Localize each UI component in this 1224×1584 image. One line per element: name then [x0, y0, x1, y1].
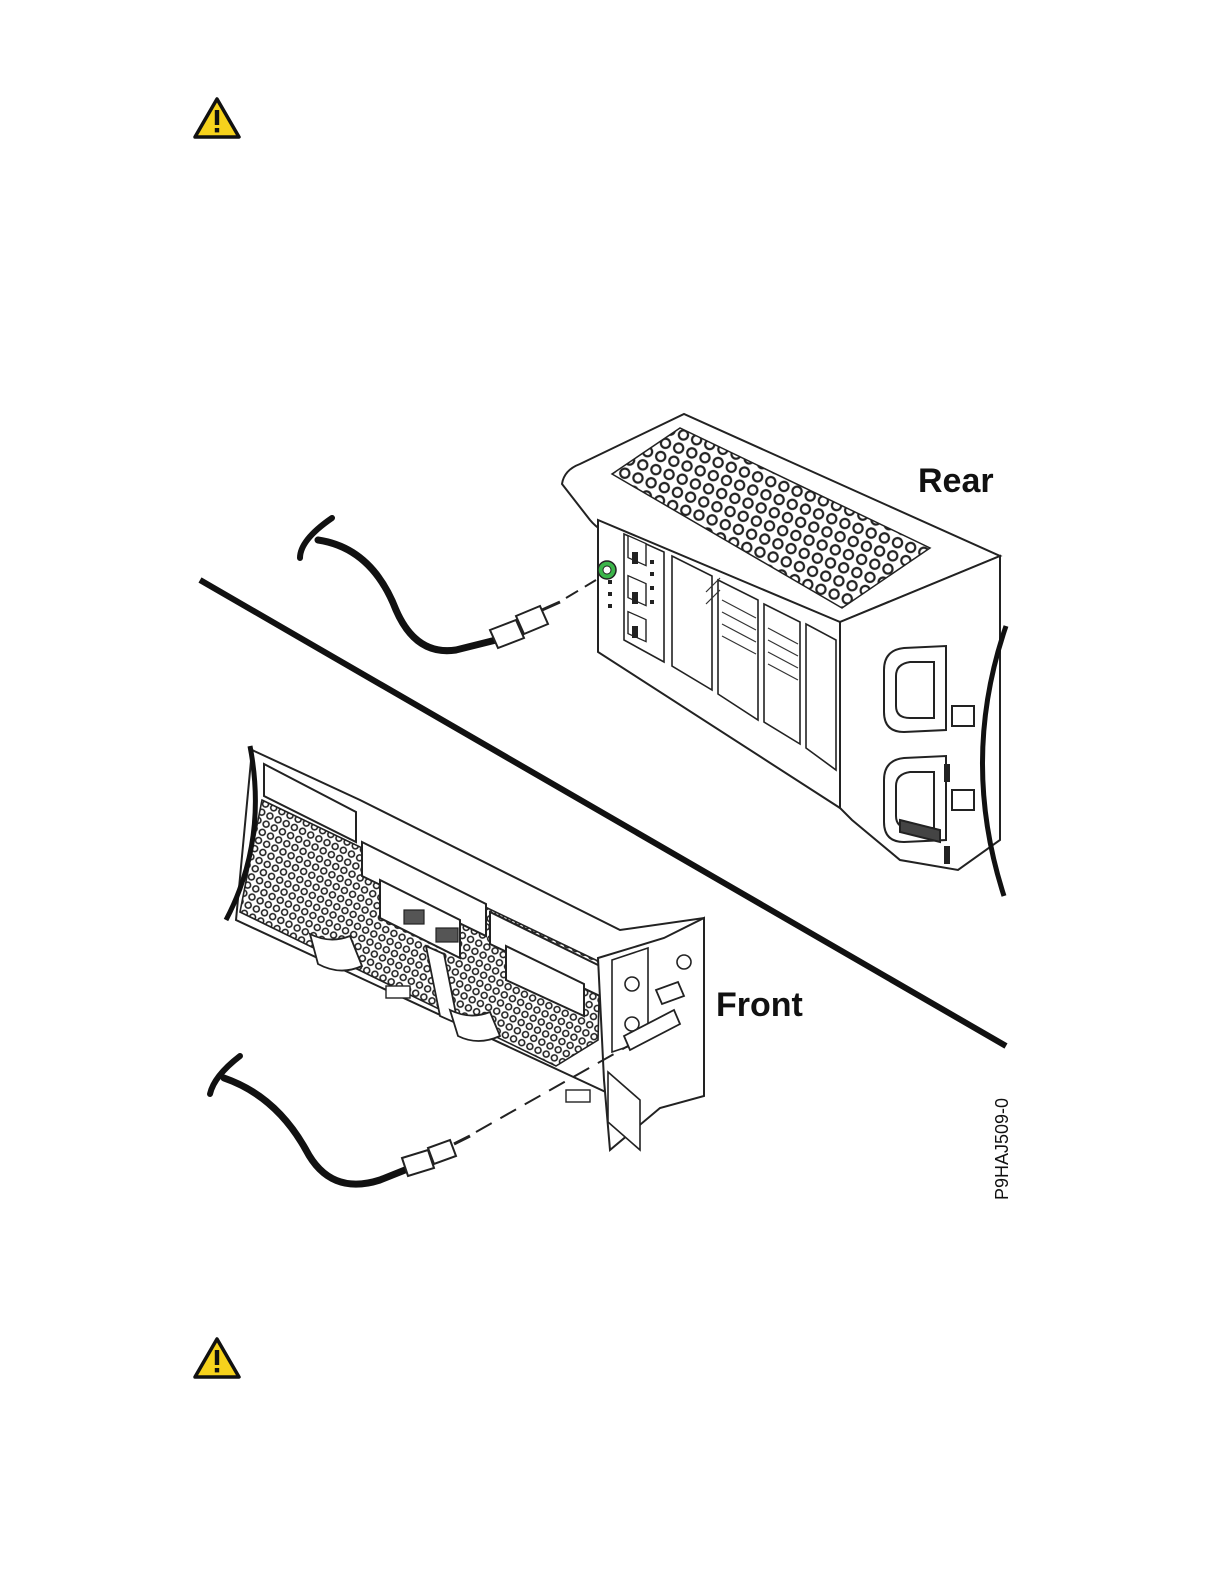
front-server-illustration [226, 746, 704, 1150]
rear-label: Rear [918, 462, 994, 500]
warning-triangle-icon [192, 1336, 242, 1380]
figure-id: P9HAJ509-0 [992, 1098, 1012, 1200]
front-label: Front [716, 986, 803, 1024]
rear-power-cord [300, 518, 596, 651]
